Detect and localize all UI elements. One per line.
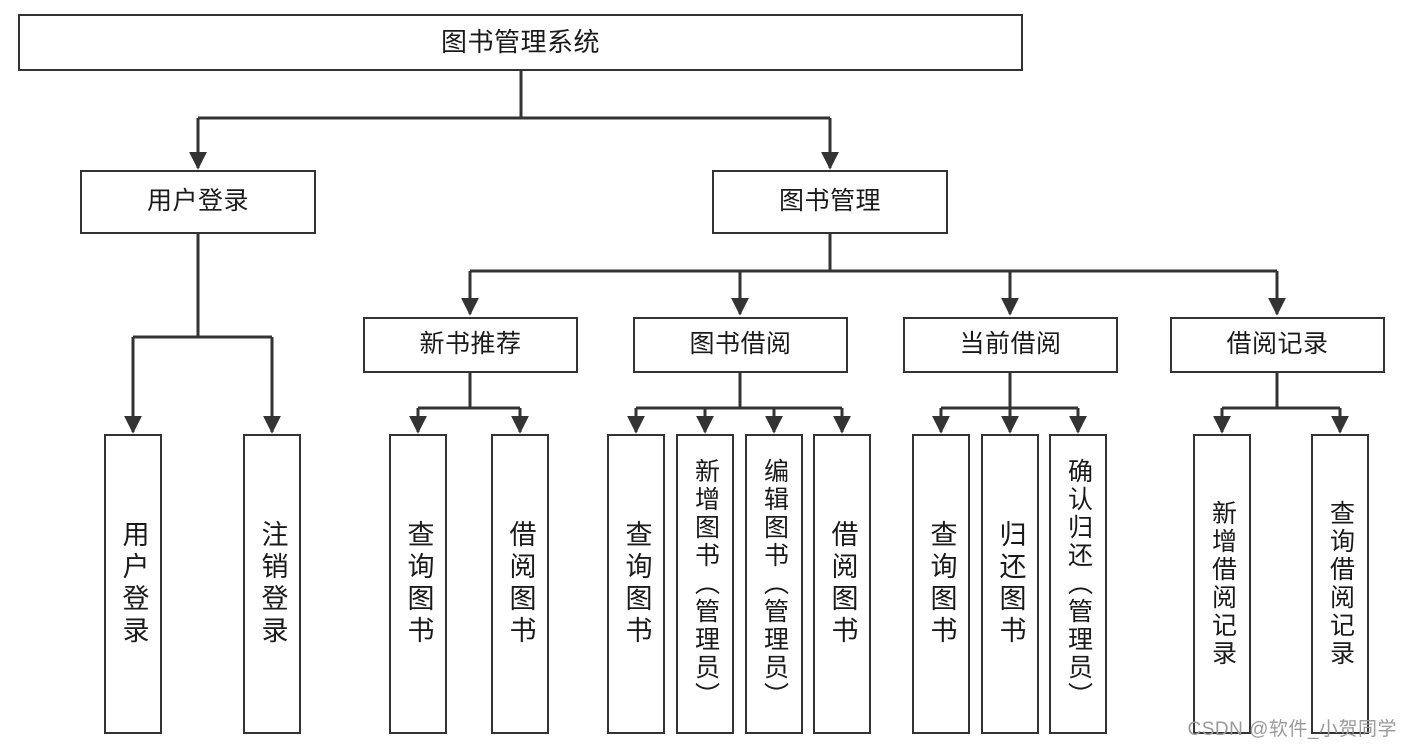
node-borrow-record-label: 借阅记录	[1226, 330, 1329, 359]
node-leaf-borrow-book-1[interactable]: 借阅图书	[491, 434, 549, 734]
node-book-manage-label: 图书管理	[778, 187, 881, 216]
node-leaf-borrow-book-2-label: 借阅图书	[827, 520, 858, 648]
node-borrow-record[interactable]: 借阅记录	[1170, 317, 1385, 373]
node-leaf-query-book-3-label: 查询图书	[926, 520, 957, 648]
node-leaf-query-book-3[interactable]: 查询图书	[912, 434, 970, 734]
node-leaf-add-book-label: 新增图书（管理员）	[691, 458, 720, 710]
node-leaf-confirm-return[interactable]: 确认归还（管理员）	[1049, 434, 1107, 734]
node-leaf-confirm-return-label: 确认归还（管理员）	[1064, 458, 1093, 710]
node-book-manage[interactable]: 图书管理	[712, 170, 948, 234]
node-current-borrow-label: 当前借阅	[959, 330, 1062, 359]
node-leaf-query-record[interactable]: 查询借阅记录	[1311, 434, 1369, 734]
node-user-login[interactable]: 用户登录	[80, 170, 316, 234]
node-leaf-user-login-label: 用户登录	[118, 520, 149, 648]
node-book-borrow-label: 图书借阅	[689, 330, 792, 359]
node-leaf-query-book-1[interactable]: 查询图书	[389, 434, 447, 734]
node-leaf-add-record-label: 新增借阅记录	[1208, 500, 1237, 668]
node-leaf-edit-book-label: 编辑图书（管理员）	[760, 458, 789, 710]
node-leaf-query-record-label: 查询借阅记录	[1326, 500, 1355, 668]
node-leaf-borrow-book-1-label: 借阅图书	[505, 520, 536, 648]
node-user-login-label: 用户登录	[146, 187, 249, 216]
node-leaf-query-book-2-label: 查询图书	[621, 520, 652, 648]
node-leaf-borrow-book-2[interactable]: 借阅图书	[813, 434, 871, 734]
node-leaf-return-book[interactable]: 归还图书	[981, 434, 1039, 734]
node-book-borrow[interactable]: 图书借阅	[633, 317, 848, 373]
node-root[interactable]: 图书管理系统	[18, 14, 1023, 71]
node-leaf-edit-book[interactable]: 编辑图书（管理员）	[745, 434, 803, 734]
node-new-book-recommend[interactable]: 新书推荐	[363, 317, 578, 373]
node-leaf-logout-label: 注销登录	[257, 520, 288, 648]
node-new-book-recommend-label: 新书推荐	[419, 330, 522, 359]
node-current-borrow[interactable]: 当前借阅	[903, 317, 1118, 373]
node-leaf-query-book-2[interactable]: 查询图书	[607, 434, 665, 734]
node-leaf-query-book-1-label: 查询图书	[403, 520, 434, 648]
node-root-label: 图书管理系统	[440, 27, 600, 58]
node-leaf-user-login[interactable]: 用户登录	[104, 434, 162, 734]
node-leaf-return-book-label: 归还图书	[995, 520, 1026, 648]
node-leaf-add-book[interactable]: 新增图书（管理员）	[676, 434, 734, 734]
node-leaf-logout[interactable]: 注销登录	[243, 434, 301, 734]
node-leaf-add-record[interactable]: 新增借阅记录	[1193, 434, 1251, 734]
